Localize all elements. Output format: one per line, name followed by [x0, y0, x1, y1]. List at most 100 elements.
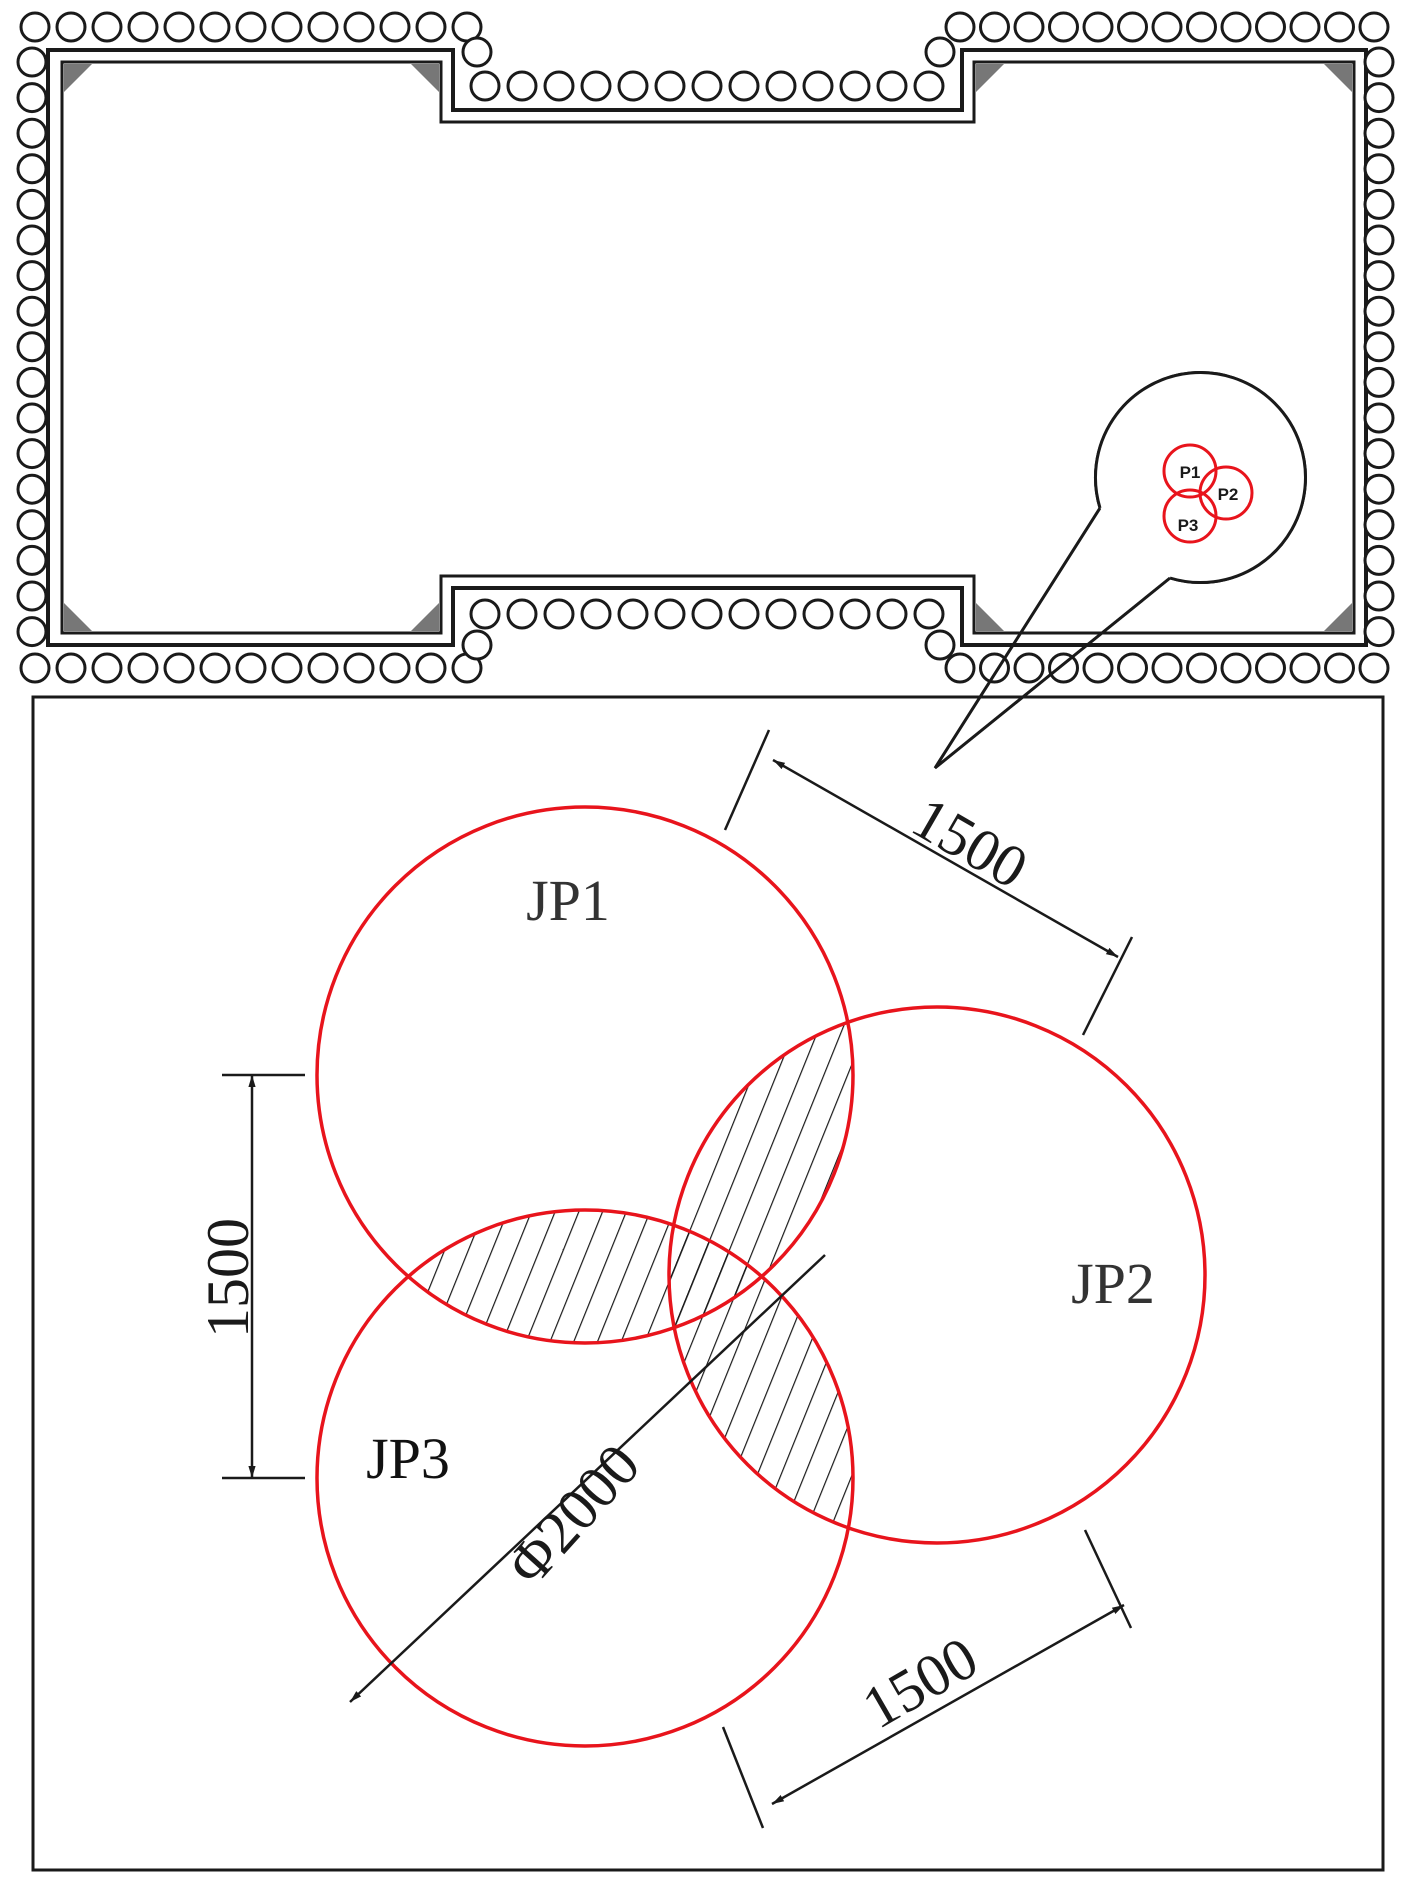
retaining-pile — [1117, 11, 1148, 43]
retaining-pile — [924, 36, 956, 68]
retaining-pile — [617, 70, 649, 102]
mini-label-p1: P1 — [1180, 463, 1201, 482]
retaining-pile — [1363, 331, 1395, 363]
retaining-pile — [1151, 652, 1183, 684]
retaining-pile — [1363, 509, 1395, 541]
retaining-pile — [1048, 652, 1079, 684]
retaining-pile — [765, 598, 797, 630]
retaining-pile — [839, 70, 871, 102]
retaining-pile — [876, 598, 908, 630]
retaining-pile — [1324, 11, 1355, 43]
retaining-pile — [469, 70, 501, 102]
retaining-pile — [1363, 82, 1395, 114]
retaining-pile — [1082, 652, 1114, 684]
retaining-pile — [1363, 188, 1395, 220]
retaining-pile — [802, 70, 834, 102]
pile-jp3 — [315, 1208, 855, 1748]
mini-pile-p3 — [1162, 488, 1218, 544]
retaining-pile — [944, 11, 976, 43]
retaining-pile — [1048, 11, 1079, 43]
corner-brace — [411, 64, 439, 92]
overlap-zone-jp2-jp3 — [669, 1210, 853, 1543]
retaining-pile — [1363, 402, 1395, 434]
retaining-pile — [913, 70, 945, 102]
retaining-pile — [16, 224, 48, 256]
retaining-pile — [654, 70, 686, 102]
overlap-zone-jp1-jp2 — [669, 1007, 853, 1343]
retaining-pile — [691, 70, 723, 102]
retaining-pile — [19, 11, 51, 43]
mini-label-p2: P2 — [1218, 485, 1239, 504]
retaining-pile — [307, 11, 339, 43]
retaining-pile — [506, 598, 538, 630]
dimension-label-top-right: 1500 — [902, 784, 1039, 901]
dimension-left: 1500 — [195, 1073, 305, 1480]
pit-outer-wall — [46, 48, 1368, 647]
retaining-pile — [235, 652, 267, 684]
retaining-pile — [16, 616, 48, 648]
mini-pile-p1 — [1162, 443, 1218, 499]
retaining-pile — [506, 70, 538, 102]
corner-brace — [64, 603, 92, 631]
retaining-pile — [461, 36, 493, 68]
corner-brace — [411, 603, 439, 631]
retaining-pile — [16, 580, 48, 612]
dimension-label-left: 1500 — [195, 1218, 261, 1338]
retaining-pile — [379, 652, 411, 684]
retaining-pile — [1363, 580, 1395, 612]
retaining-pile — [16, 82, 48, 114]
retaining-pile — [1363, 117, 1395, 149]
pile-jp2 — [667, 1005, 1207, 1545]
retaining-pile — [1363, 260, 1395, 292]
callout-leader-line — [934, 577, 1171, 769]
detail-callout-bubble-fill — [1094, 371, 1307, 584]
retaining-pile — [1358, 652, 1390, 684]
dimension-label-bottom-right: 1500 — [852, 1624, 989, 1741]
retaining-pile — [944, 652, 976, 684]
retaining-pile — [1363, 616, 1395, 648]
retaining-pile — [1363, 366, 1395, 398]
retaining-pile — [1289, 11, 1321, 43]
retaining-pile — [16, 46, 48, 78]
retaining-pile — [1255, 11, 1286, 43]
retaining-pile — [728, 598, 760, 630]
retaining-pile — [307, 652, 339, 684]
retaining-pile — [1220, 652, 1252, 684]
retaining-pile — [1013, 11, 1045, 43]
retaining-pile — [1220, 11, 1252, 43]
retaining-pile — [839, 598, 871, 630]
pile-label-jp1: JP1 — [526, 868, 610, 933]
retaining-pile — [1363, 153, 1395, 185]
retaining-pile — [1363, 295, 1395, 327]
retaining-pile — [1324, 652, 1355, 684]
retaining-pile — [924, 629, 956, 661]
pile-label-jp2: JP2 — [1071, 1251, 1155, 1316]
corner-brace — [64, 64, 92, 92]
retaining-pile — [979, 11, 1010, 43]
retaining-pile — [235, 11, 267, 43]
detail-view: JP1 JP2 JP3 1500 1500 1500 Φ2000 — [31, 507, 1385, 1872]
retaining-pile — [1117, 652, 1148, 684]
corner-brace — [976, 64, 1004, 92]
retaining-pile — [127, 652, 159, 684]
retaining-pile — [728, 70, 760, 102]
retaining-pile — [617, 598, 649, 630]
corner-brace — [1324, 64, 1352, 92]
retaining-pile — [343, 11, 375, 43]
retaining-pile — [16, 295, 48, 327]
retaining-pile — [469, 598, 501, 630]
retaining-pile — [199, 11, 231, 43]
retaining-pile — [1358, 11, 1390, 43]
retaining-pile — [343, 652, 375, 684]
retaining-pile — [127, 11, 159, 43]
detail-mini-piles: P1 P2 P3 — [1162, 443, 1254, 544]
retaining-pile — [1082, 11, 1114, 43]
retaining-pile — [876, 70, 908, 102]
retaining-pile — [765, 70, 797, 102]
retaining-pile — [1363, 224, 1395, 256]
retaining-pile — [199, 652, 231, 684]
corner-brace — [976, 603, 1004, 631]
retaining-pile — [271, 652, 303, 684]
retaining-pile — [55, 652, 87, 684]
retaining-pile — [19, 652, 51, 684]
